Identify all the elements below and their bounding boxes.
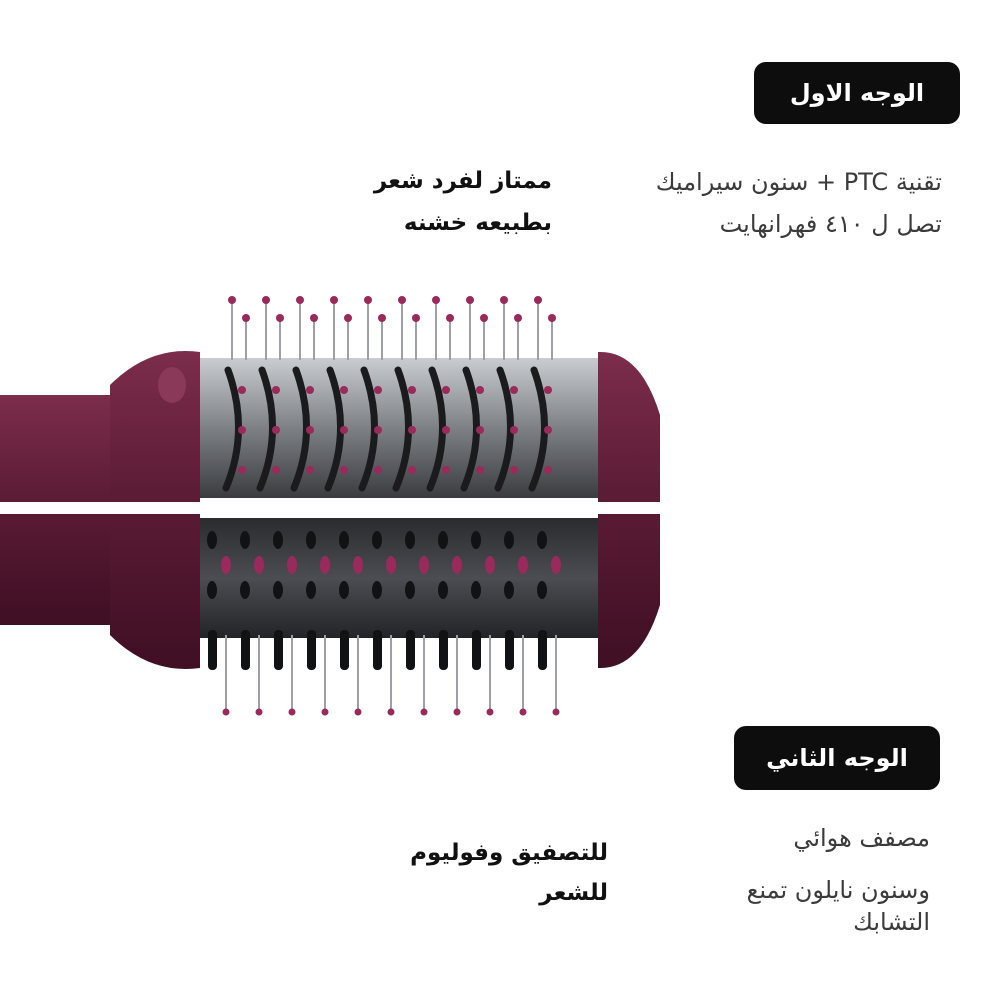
handle-button bbox=[158, 367, 186, 403]
feature-anti-tangle: التشابك bbox=[853, 908, 930, 936]
badge-first-side-label: الوجه الاول bbox=[789, 79, 925, 107]
hair-brush-image bbox=[0, 296, 680, 716]
nylon-bristles bbox=[207, 531, 561, 716]
highlight-hair: للشعر bbox=[539, 880, 608, 906]
highlight-coarse-hair: بطبيعه خشنه bbox=[403, 210, 552, 236]
split-line bbox=[0, 502, 680, 514]
highlight-volume: للتصفيق وفوليوم bbox=[410, 840, 608, 866]
ceramic-bristles bbox=[222, 296, 556, 492]
feature-ptc-ceramic: تقنية PTC + سنون سيراميك bbox=[655, 168, 942, 196]
badge-second-side: الوجه الثاني bbox=[734, 726, 940, 790]
feature-temperature: تصل ل ٤١٠ فهرانهايت bbox=[719, 210, 942, 238]
feature-nylon-bristles: وسنون نايلون تمنع bbox=[746, 876, 930, 904]
badge-first-side: الوجه الاول bbox=[754, 62, 960, 124]
barrel-dark-bottom bbox=[200, 518, 610, 638]
highlight-straightening: ممتاز لفرد شعر bbox=[373, 168, 552, 194]
badge-second-side-label: الوجه الثاني bbox=[766, 744, 908, 772]
feature-air-styler: مصفف هوائي bbox=[793, 824, 930, 852]
